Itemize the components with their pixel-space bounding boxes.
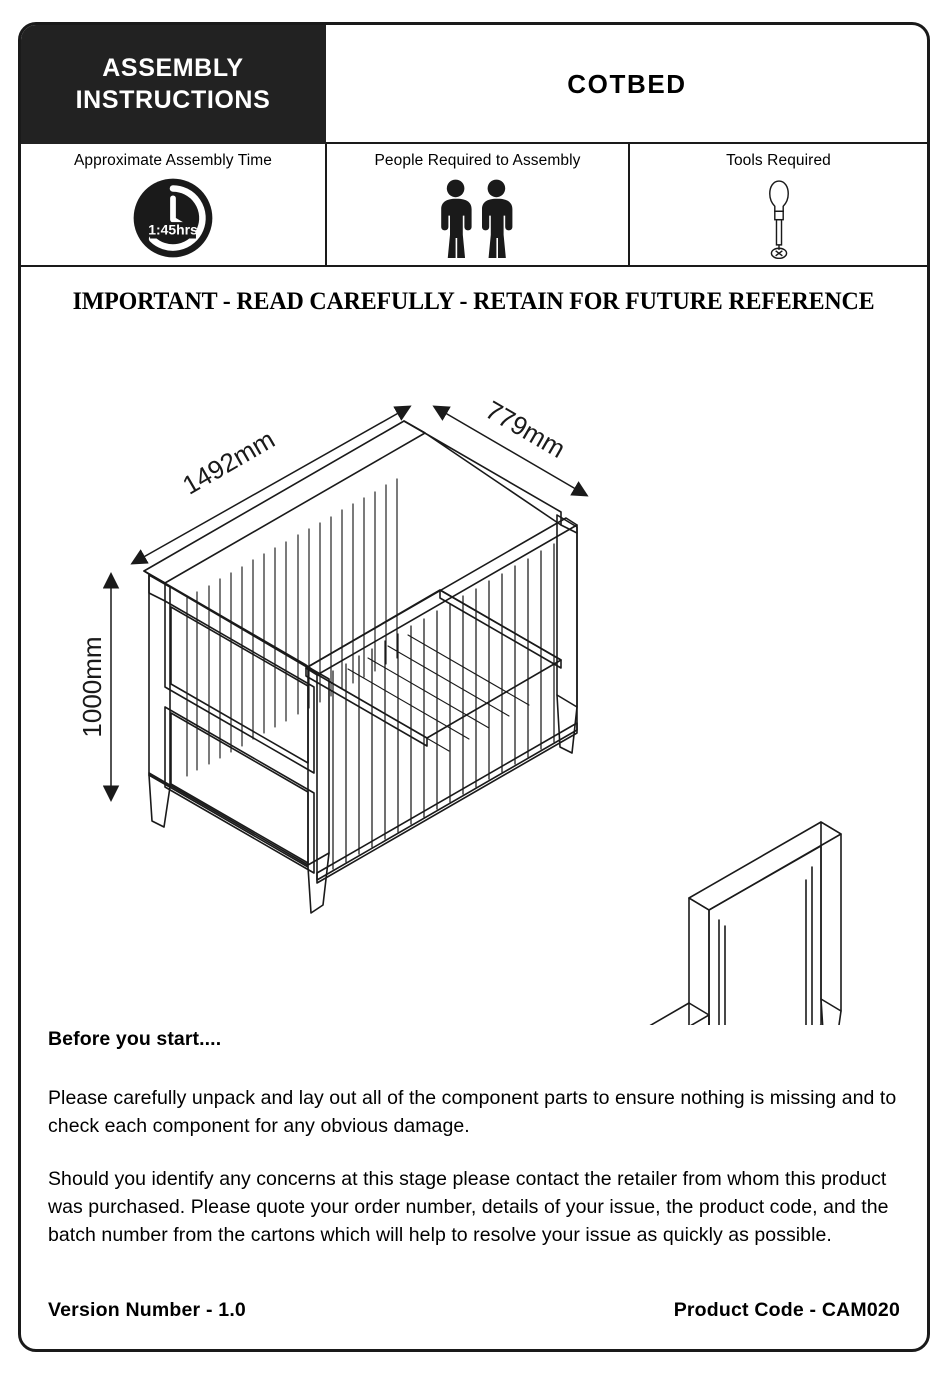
instruction-sheet: ASSEMBLY INSTRUCTIONS COTBED Approximate… [18, 22, 930, 1352]
clock-time-value: 1:45hrs [148, 221, 198, 237]
panel-assembly-time: Approximate Assembly Time 1:45hrs [21, 144, 327, 265]
two-people-icon [327, 170, 628, 265]
badge-line-1: ASSEMBLY [102, 54, 244, 82]
panel-assembly-time-label: Approximate Assembly Time [73, 152, 273, 169]
panel-people-required-label: People Required to Assembly [374, 152, 581, 169]
clock-icon: 1:45hrs [21, 170, 325, 265]
screwdriver-icon [630, 170, 927, 265]
version-number: Version Number - 1.0 [48, 1299, 246, 1321]
important-notice-text: IMPORTANT - READ CAREFULLY - RETAIN FOR … [73, 286, 875, 315]
before-you-start-paragraph-2: Should you identify any concerns at this… [48, 1168, 889, 1246]
assembly-instructions-badge: ASSEMBLY INSTRUCTIONS [21, 25, 326, 144]
product-illustration: 1492mm 779mm 1000mm [21, 335, 927, 1025]
product-title-cell: COTBED [327, 25, 927, 144]
page-title: COTBED [567, 69, 687, 99]
dimension-label-height: 1000mm [77, 636, 107, 737]
panel-people-required: People Required to Assembly [327, 144, 630, 265]
panel-tools-required-label: Tools Required [726, 152, 831, 169]
badge-line-2: INSTRUCTIONS [75, 86, 271, 114]
product-code: Product Code - CAM020 [673, 1299, 900, 1321]
before-you-start-heading: Before you start.... [48, 1028, 222, 1050]
before-you-start-section: Before you start.... Please carefully un… [48, 1028, 910, 1275]
info-panel-row: Approximate Assembly Time 1:45hrs People… [21, 144, 927, 267]
dimension-line-length [130, 405, 412, 565]
header-row: ASSEMBLY INSTRUCTIONS COTBED [21, 25, 927, 144]
before-you-start-paragraph-1: Please carefully unpack and lay out all … [48, 1087, 897, 1137]
important-notice-banner: IMPORTANT - READ CAREFULLY - RETAIN FOR … [21, 267, 927, 335]
dimension-line-width [432, 405, 589, 497]
footer: Version Number - 1.0 Product Code - CAM0… [48, 1299, 900, 1322]
panel-tools-required: Tools Required [630, 144, 927, 265]
dimension-label-width: 779mm [480, 395, 570, 464]
